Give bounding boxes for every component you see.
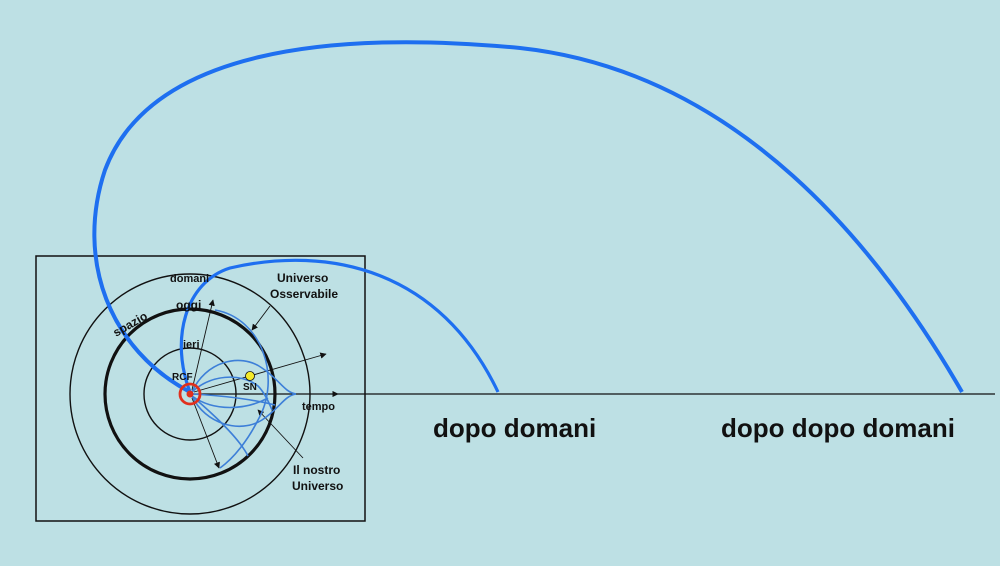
arrow-down xyxy=(191,397,220,469)
center-point xyxy=(186,390,194,398)
label-tempo: tempo xyxy=(302,401,335,413)
label-universo-osservabile-2: Osservabile xyxy=(270,287,338,301)
inset-frame xyxy=(35,255,366,522)
arrow-up xyxy=(191,299,215,391)
label-nostro-universo-1: Il nostro xyxy=(293,463,340,477)
arrow-right-up xyxy=(193,352,327,393)
curve-dopo-domani xyxy=(179,258,500,393)
label-nostro-universo-2: Universo xyxy=(292,479,343,493)
arrow-universo-osservabile xyxy=(251,305,271,331)
curve-dopo-dopo-domani xyxy=(92,40,964,394)
circle-ieri xyxy=(143,347,237,441)
label-sn: SN xyxy=(243,382,257,393)
label-ieri: ieri xyxy=(183,339,200,351)
circle-oggi xyxy=(103,307,277,481)
rcf-ring xyxy=(178,382,202,406)
label-dopo-domani: dopo domani xyxy=(433,413,596,443)
label-oggi: oggi xyxy=(176,298,201,312)
label-domani: domani xyxy=(170,273,209,285)
label-dopo-dopo-domani: dopo dopo domani xyxy=(721,413,955,443)
sn-dot xyxy=(245,371,255,381)
label-rcf: RCF xyxy=(172,372,193,383)
label-universo-osservabile-1: Universo xyxy=(277,271,328,285)
